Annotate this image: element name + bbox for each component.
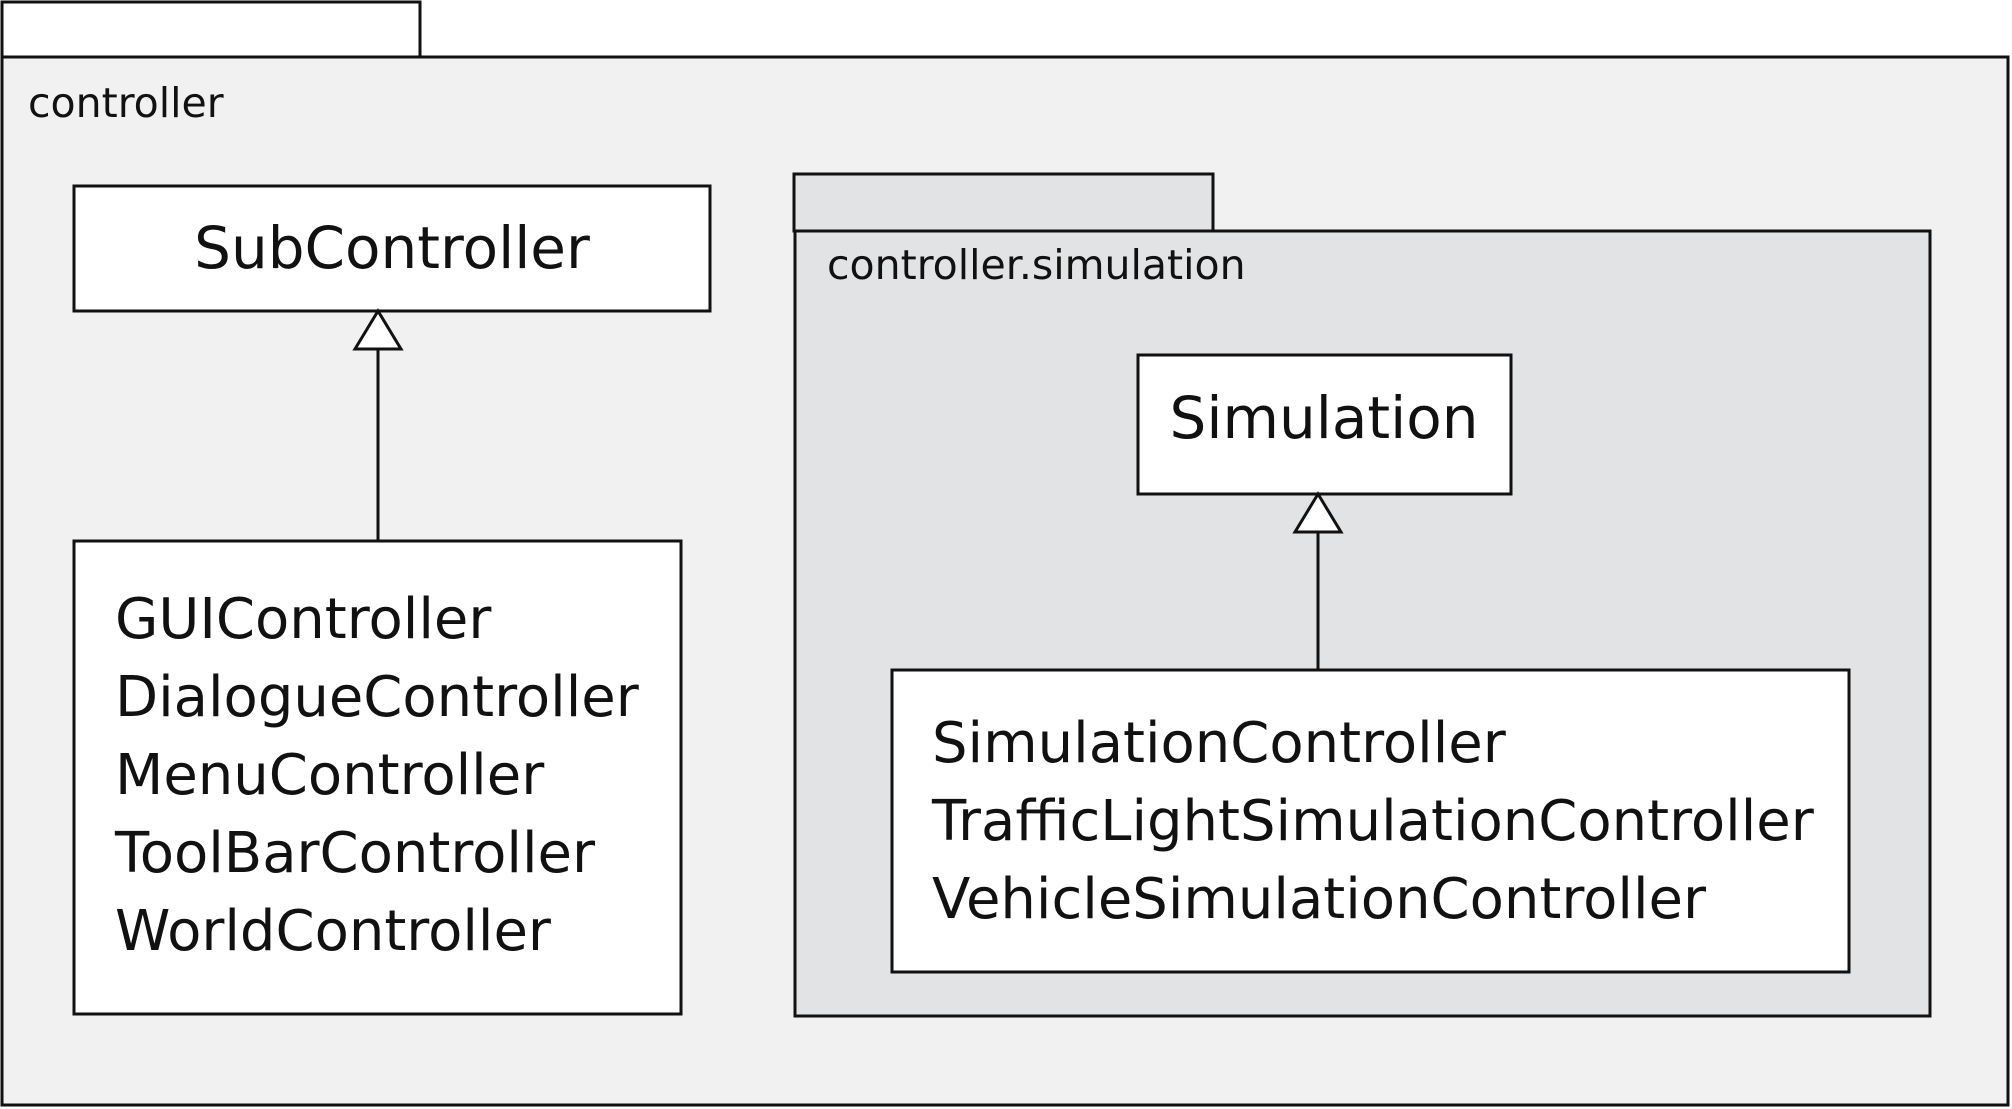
left-class-group: SubController GUIController DialogueCont… [72,184,712,1016]
simulation-subclass-2: VehicleSimulationController [932,867,1707,932]
outer-package-tab [0,0,422,59]
left-subclasses-box [72,539,683,1016]
inner-package-name: controller.simulation [827,241,1246,289]
subcontroller-class-name: SubController [194,214,590,282]
left-subclass-2: MenuController [115,743,545,808]
outer-package-name: controller [28,79,224,127]
left-subclass-0: GUIController [115,587,492,652]
simulation-subclass-1: TrafficLightSimulationController [931,789,1815,854]
simulation-class-name: Simulation [1170,384,1479,452]
simulation-subclasses-box [890,668,1851,974]
simulation-class-box [1136,353,1513,496]
left-subclass-1: DialogueController [115,665,640,730]
simulation-generalization-arrowhead [1292,491,1344,534]
simulation-subclass-0: SimulationController [932,711,1507,776]
subcontroller-class-box [72,184,712,313]
inner-package: controller.simulation Simulation Simulat… [792,172,1932,1018]
inner-package-tab [792,172,1215,233]
left-subclass-4: WorldController [115,899,552,964]
subcontroller-generalization-arrowhead [352,308,404,351]
left-subclass-3: ToolBarController [114,821,596,886]
